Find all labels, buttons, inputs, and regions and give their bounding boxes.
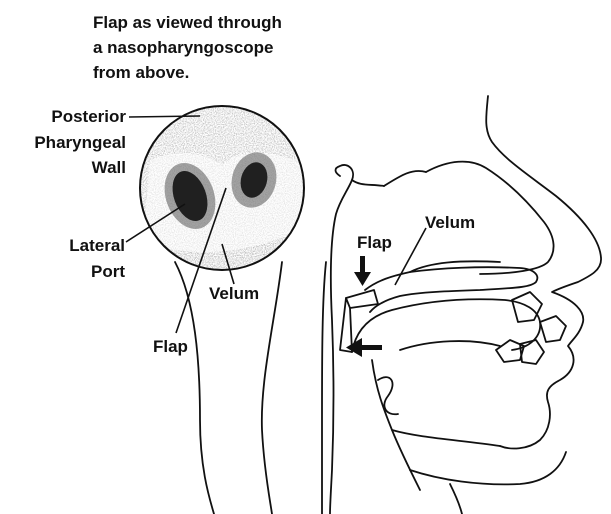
label-lateral: Lateral (13, 235, 125, 257)
flap-arrow (354, 256, 371, 286)
label-velum-side: Velum (425, 212, 475, 234)
label-posterior: Posterior (13, 106, 126, 128)
label-flap-circle: Flap (153, 336, 188, 358)
label-pharyngeal: Pharyngeal (13, 132, 126, 154)
label-wall: Wall (13, 157, 126, 179)
label-velum-circle: Velum (209, 283, 259, 305)
caption-line-2: a nasopharyngoscope (93, 37, 273, 59)
caption-line-3: from above. (93, 62, 189, 84)
caption-line-1: Flap as viewed through (93, 12, 282, 34)
label-flap-side: Flap (357, 232, 392, 254)
head-profile (322, 96, 601, 514)
label-port: Port (13, 261, 125, 283)
